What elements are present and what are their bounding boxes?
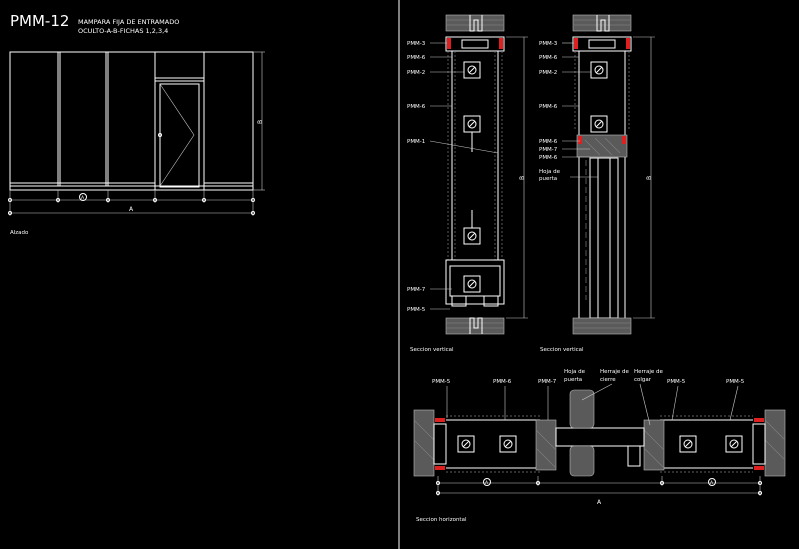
door-head xyxy=(576,134,628,158)
door-jamb-left xyxy=(535,419,557,471)
caption-horizontal: Seccion horizontal xyxy=(416,517,467,523)
door-leaf xyxy=(159,83,200,188)
label-h-pmm-5: PMM-5 xyxy=(432,379,451,385)
vertical-section-left: PMM-3 PMM-6 PMM-2 PMM-6 PMM-1 PMM-7 PMM-… xyxy=(407,14,528,353)
label-r-pmm-6c: PMM-6 xyxy=(539,139,558,145)
label-r-pmm-3: PMM-3 xyxy=(539,41,558,47)
elevation-frame xyxy=(9,51,254,191)
dim-b-right: B xyxy=(646,176,653,180)
door-jamb-right xyxy=(643,419,665,471)
label-herraje-colgar-1: Herraje de xyxy=(634,369,663,375)
label-door-leaf-1: Hoja de xyxy=(539,169,561,175)
label-r-pmm-6: PMM-6 xyxy=(539,55,558,61)
drawing-title-block: PMM-12 MAMPARA FIJA DE ENTRAMADO OCULTO-… xyxy=(10,12,179,35)
label-pmm-6b: PMM-6 xyxy=(407,104,426,110)
title-line-2: OCULTO-A-B-FICHAS 1,2,3,4 xyxy=(78,27,168,35)
label-h-pmm-5c: PMM-5 xyxy=(726,379,745,385)
label-h-pmm-5b: PMM-5 xyxy=(667,379,686,385)
closing-hardware xyxy=(569,389,595,429)
label-herraje-cierre-1: Herraje de xyxy=(600,369,629,375)
label-pmm-1: PMM-1 xyxy=(407,139,425,145)
door-leaf-plan xyxy=(555,427,645,447)
label-pmm-7: PMM-7 xyxy=(407,287,426,293)
vertical-section-right: PMM-3 PMM-6 PMM-2 PMM-6 PMM-6 PMM-7 PMM-… xyxy=(539,14,655,353)
label-door-leaf-2: puerta xyxy=(539,176,557,182)
label-hoja-2: puerta xyxy=(564,377,582,383)
label-pmm-5: PMM-5 xyxy=(407,307,426,313)
dim-b: B xyxy=(257,120,264,124)
label-h-pmm-6: PMM-6 xyxy=(493,379,512,385)
caption-vertical-right: Seccion vertical xyxy=(540,347,584,353)
label-herraje-cierre-2: cierre xyxy=(600,377,616,383)
dim-h-a-2: A xyxy=(710,480,714,486)
title-line-1: MAMPARA FIJA DE ENTRAMADO xyxy=(78,18,179,26)
label-r-pmm-6b: PMM-6 xyxy=(539,104,558,110)
drawing-code: PMM-12 xyxy=(10,12,69,30)
dim-a-total: A xyxy=(129,206,134,213)
dim-h-a-total: A xyxy=(597,499,602,506)
label-pmm-6: PMM-6 xyxy=(407,55,426,61)
dim-b-left: B xyxy=(519,176,526,180)
elevation-caption: Alzado xyxy=(10,230,29,236)
label-r-pmm-7: PMM-7 xyxy=(539,147,558,153)
label-hoja-1: Hoja de xyxy=(564,369,586,375)
label-r-pmm-2: PMM-2 xyxy=(539,70,557,76)
door-leaf-section xyxy=(589,157,619,319)
elevation-view: A A B Alzado xyxy=(8,51,265,236)
label-herraje-colgar-2: colgar xyxy=(634,377,652,383)
screw-fixings xyxy=(463,61,481,293)
horizontal-section: PMM-5 PMM-6 PMM-7 PMM-5 PMM-5 Hoja de pu… xyxy=(413,369,786,523)
dim-a-mid: A xyxy=(81,195,85,201)
label-r-pmm-6d: PMM-6 xyxy=(539,155,558,161)
door-swing xyxy=(159,83,195,187)
caption-vertical-left: Seccion vertical xyxy=(410,347,454,353)
label-pmm-3: PMM-3 xyxy=(407,41,426,47)
label-pmm-2: PMM-2 xyxy=(407,70,425,76)
dim-h-a-1: A xyxy=(485,480,489,486)
label-h-pmm-7: PMM-7 xyxy=(538,379,557,385)
